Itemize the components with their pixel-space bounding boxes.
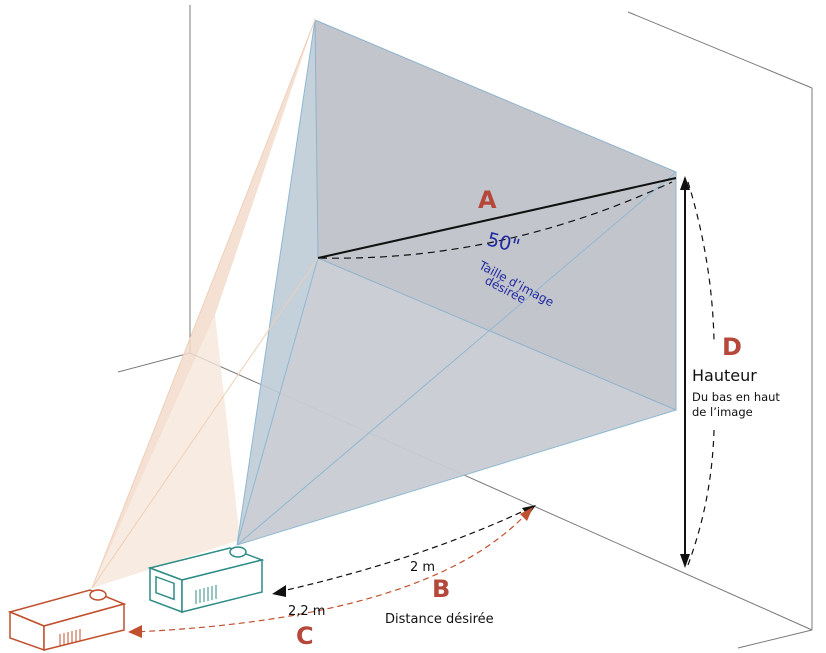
diagonal-line bbox=[317, 177, 677, 259]
height-dashed-arc-bottom bbox=[687, 429, 715, 566]
distance-far-arrow-head-left bbox=[128, 625, 142, 638]
far-projection-beam-side bbox=[92, 315, 240, 588]
label-c: C bbox=[296, 622, 314, 650]
beam-edge-top-right bbox=[236, 171, 677, 546]
projector-far-lens bbox=[89, 589, 107, 601]
projector-near-lens bbox=[229, 546, 247, 558]
diagonal-dashed-arc bbox=[319, 181, 673, 259]
beam-edge-bottom-left bbox=[236, 257, 319, 546]
projector-far bbox=[7, 589, 127, 652]
label-a: A bbox=[478, 186, 497, 214]
label-height-caption-line2: de l’image bbox=[692, 405, 753, 419]
projector-near-side bbox=[181, 559, 263, 613]
height-arrow-head-bottom bbox=[680, 554, 690, 568]
screen-wall-top-line bbox=[627, 11, 813, 89]
distance-far-arrow bbox=[133, 511, 529, 633]
distance-near-arrow-head-left bbox=[272, 585, 286, 597]
floor-left-line bbox=[117, 352, 191, 373]
screen-wall-bottom-line bbox=[737, 629, 813, 649]
height-arrow-head-top bbox=[680, 176, 690, 190]
far-beam-edge-bottom bbox=[91, 257, 319, 589]
height-dashed-arc-top bbox=[687, 181, 715, 341]
far-beam-edge-top bbox=[91, 19, 316, 589]
height-arrow bbox=[680, 176, 715, 568]
label-height-title: Hauteur bbox=[692, 366, 757, 385]
projector-near-panel bbox=[155, 575, 175, 601]
projector-far-vents bbox=[59, 629, 81, 646]
label-d: D bbox=[722, 333, 742, 361]
projector-near bbox=[147, 546, 265, 614]
distance-far-arrow-head-right bbox=[520, 507, 533, 521]
label-height-caption-line1: Du bas en haut bbox=[692, 390, 780, 404]
label-b: B bbox=[432, 575, 450, 603]
beam-edges bbox=[236, 19, 677, 546]
distance-near-arrow bbox=[277, 507, 531, 593]
beam-edge-top-left bbox=[236, 19, 316, 546]
label-distance-far: 2,2 m bbox=[288, 604, 325, 619]
projector-near-vents bbox=[195, 585, 217, 604]
beam-edge-bottom-right bbox=[236, 409, 677, 546]
label-distance-caption: Distance désirée bbox=[385, 612, 494, 627]
label-distance-near: 2 m bbox=[410, 560, 435, 575]
far-beam-edges bbox=[91, 19, 319, 589]
